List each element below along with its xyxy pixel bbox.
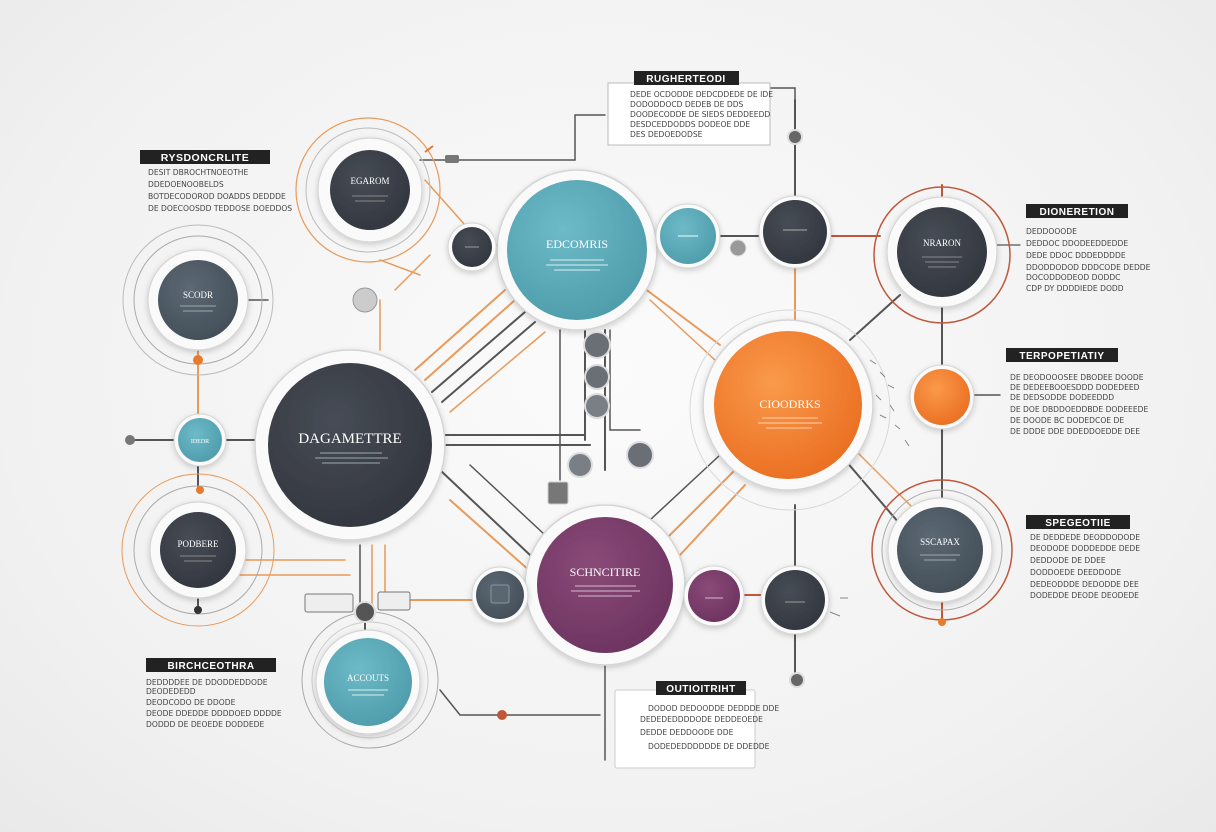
text-block-mid-right-line: DE DDDE DDE DDEDDOEDDE DEE bbox=[1010, 427, 1140, 436]
text-block-top-left-line: DDEDOENOOBELDS bbox=[148, 180, 224, 189]
text-block-mid-right-line: DE DEDSODDE DODEEDDD bbox=[1010, 393, 1114, 402]
node-small-teal-left-label: IDEDR bbox=[191, 439, 209, 445]
text-block-bottom-left: BIRCHCEOTHRA DEDDDDEE DE DDODDEDDODE DEO… bbox=[146, 658, 282, 729]
text-block-mid-right: TERPOPETIATIY DE DEODOOOSEE DBODEE DOODE… bbox=[1006, 348, 1148, 436]
node-left-lower-dark-text-lines bbox=[180, 555, 216, 562]
text-block-top-center-line: DODODDOCD DEDEB DE DDS bbox=[630, 100, 744, 109]
node-top-right-dark[interactable] bbox=[886, 196, 998, 308]
node-center-dark-label: DAGAMETTRE bbox=[298, 431, 401, 447]
text-block-top-center-line: DOODECODDE DE SIEDS DEDDEEDD bbox=[630, 110, 770, 119]
node-right-orange-label: CIOODRKS bbox=[759, 397, 820, 411]
text-block-mid-right-line: DE DOE DBDDOEDDBDE DODEEEDE bbox=[1010, 405, 1148, 414]
node-top-right-dark-label: NRARON bbox=[923, 238, 962, 248]
node-center-dark-text-lines bbox=[315, 452, 388, 464]
node-small-teal-left[interactable] bbox=[173, 413, 227, 467]
node-top-teal-label: EDCOMRIS bbox=[546, 237, 608, 251]
node-bottom-purple[interactable] bbox=[524, 504, 686, 666]
decorative-marks bbox=[424, 145, 910, 617]
text-block-bottom-right-line: DODDOEDE DEEDDODE bbox=[1030, 568, 1121, 577]
text-block-top-center-line: DEDE OCDODDE DEDCDDEDE DE IDE bbox=[630, 90, 773, 99]
node-left-slate-text-lines bbox=[180, 305, 216, 312]
text-block-bottom-left-title: BIRCHCEOTHRA bbox=[167, 661, 254, 672]
text-block-bottom-left-line: DEODCODO DE DDODE bbox=[146, 698, 236, 707]
text-block-top-center-title: RUGHERTEODI bbox=[646, 74, 725, 85]
node-small-dark-bottom[interactable] bbox=[760, 565, 830, 635]
node-small-purple-bottom[interactable] bbox=[683, 565, 745, 627]
text-block-mid-right-line: DE DOODE BC DODEDCOE DE bbox=[1010, 416, 1124, 425]
text-block-bottom-center-line: DEDEDEDDDDODE DEDDEOEDE bbox=[640, 715, 763, 724]
text-block-top-center-line: DESDCEDDODDS DODEOE DDE bbox=[630, 120, 750, 129]
text-block-top-left-line: DE DOECOOSDD TEDDOSE DOEDDOS bbox=[148, 204, 292, 213]
text-block-bottom-center: OUTIOITRIHT DODOD DEDOODDE DEDDDE DDE DE… bbox=[614, 681, 779, 769]
text-block-bottom-center-line: DODOD DEDOODDE DEDDDE DDE bbox=[648, 704, 779, 713]
node-bottom-purple-label: SCHNCITIRE bbox=[570, 565, 641, 579]
node-right-lower-slate[interactable] bbox=[887, 497, 993, 603]
node-top-left-dark[interactable] bbox=[317, 137, 423, 243]
text-block-top-right-line: DDODDODOD DDDCODE DEDDE bbox=[1026, 263, 1151, 272]
node-top-right-dark-text-lines bbox=[922, 256, 962, 268]
node-left-slate-label: SCODR bbox=[183, 290, 213, 300]
node-top-teal[interactable] bbox=[496, 169, 658, 331]
text-block-top-left: RYSDONCRLITE DESIT DBROCHTNOEOTHE DDEDOE… bbox=[140, 150, 292, 213]
text-block-bottom-right-line: DE DEDDEDE DEODDODODE bbox=[1030, 533, 1140, 542]
text-block-top-left-line: DESIT DBROCHTNOEOTHE bbox=[148, 168, 249, 177]
text-block-top-left-line: BOTDECODOROD DOADDS DEDDDE bbox=[148, 192, 286, 201]
node-top-teal-text-lines bbox=[546, 259, 608, 271]
node-left-lower-dark-label: PODBERE bbox=[177, 539, 219, 549]
text-block-top-right-line: DEDDOC DDODEEDDEDDE bbox=[1026, 239, 1128, 248]
text-block-top-center: RUGHERTEODI DEDE OCDODDE DEDCDDEDE DE ID… bbox=[607, 71, 773, 146]
node-small-dark-top[interactable] bbox=[758, 195, 832, 269]
node-small-dark-left[interactable] bbox=[447, 222, 497, 272]
node-small-orange-right[interactable] bbox=[909, 364, 975, 430]
connector-sockets bbox=[125, 129, 946, 720]
node-center-dark[interactable] bbox=[254, 349, 446, 541]
text-block-top-center-line: DES DEDOEDODSE bbox=[630, 130, 703, 139]
text-block-bottom-left-line: DEDDDDEE DE DDODDEDDODE bbox=[146, 678, 268, 687]
text-block-mid-right-line: DE DEDEEBOOESDDD DODEDEED bbox=[1010, 383, 1140, 392]
node-bottom-left-teal[interactable] bbox=[315, 629, 421, 735]
text-block-mid-right-line: DE DEODOOOSEE DBODEE DOODE bbox=[1010, 373, 1144, 382]
text-block-bottom-right-title: SPEGEOTIIE bbox=[1045, 518, 1111, 529]
text-block-bottom-right-line: DODEDDE DEODE DEODEDE bbox=[1030, 591, 1139, 600]
node-left-lower-dark[interactable] bbox=[149, 501, 247, 599]
text-block-top-right-line: DEDDOOODE bbox=[1026, 227, 1077, 236]
text-block-bottom-center-line: DEDDE DEDDOODE DDE bbox=[640, 728, 734, 737]
node-bottom-left-teal-text-lines bbox=[348, 689, 388, 696]
node-top-left-dark-text-lines bbox=[352, 195, 388, 202]
text-block-top-right-line: DEDE DDOC DDDEDDDDE bbox=[1026, 251, 1126, 260]
node-right-orange[interactable] bbox=[702, 319, 874, 491]
text-block-mid-right-title: TERPOPETIATIY bbox=[1019, 351, 1104, 362]
node-small-slate-bottom[interactable] bbox=[471, 566, 529, 624]
text-block-top-right: DIONERETION DEDDOOODE DEDDOC DDODEEDDEDD… bbox=[1026, 204, 1151, 293]
text-block-top-right-line: CDP DY DDDDIEDE DODD bbox=[1026, 284, 1124, 293]
node-bottom-left-teal-label: ACCOUTS bbox=[347, 673, 389, 683]
node-right-lower-slate-text-lines bbox=[920, 554, 960, 561]
node-right-lower-slate-label: SSCAPAX bbox=[920, 537, 960, 547]
text-block-bottom-left-line: DEODEDEDD bbox=[146, 687, 196, 696]
node-top-left-dark-label: EGAROM bbox=[350, 176, 389, 186]
text-block-top-left-title: RYSDONCRLITE bbox=[161, 152, 249, 164]
text-block-bottom-right-line: DEDEODDDE DEDODDE DEE bbox=[1030, 580, 1139, 589]
text-block-top-right-line: DOCODDODEOD DODDC bbox=[1026, 273, 1120, 282]
text-block-top-right-title: DIONERETION bbox=[1040, 207, 1115, 218]
node-small-teal-top[interactable] bbox=[655, 203, 721, 269]
text-block-bottom-right: SPEGEOTIIE DE DEDDEDE DEODDODODE DEODODE… bbox=[1026, 515, 1140, 600]
node-bottom-purple-text-lines bbox=[571, 585, 640, 597]
text-block-bottom-right-line: DEODODE DODDEDDE DEDE bbox=[1030, 544, 1140, 553]
node-right-orange-text-lines bbox=[758, 417, 822, 429]
text-block-bottom-center-title: OUTIOITRIHT bbox=[666, 684, 735, 695]
text-block-bottom-left-line: DODDD DE DEOEDE DODDEDE bbox=[146, 720, 264, 729]
text-block-bottom-right-line: DEDDODE DE DDEE bbox=[1030, 556, 1106, 565]
text-block-bottom-center-line: DODEDEDDDDDDE DE DDEDDE bbox=[648, 742, 770, 751]
decorative-rings bbox=[121, 117, 1013, 749]
node-left-slate[interactable] bbox=[147, 249, 249, 351]
text-block-bottom-left-line: DEODE DDEDDE DDDDOED DDDDE bbox=[146, 709, 282, 718]
